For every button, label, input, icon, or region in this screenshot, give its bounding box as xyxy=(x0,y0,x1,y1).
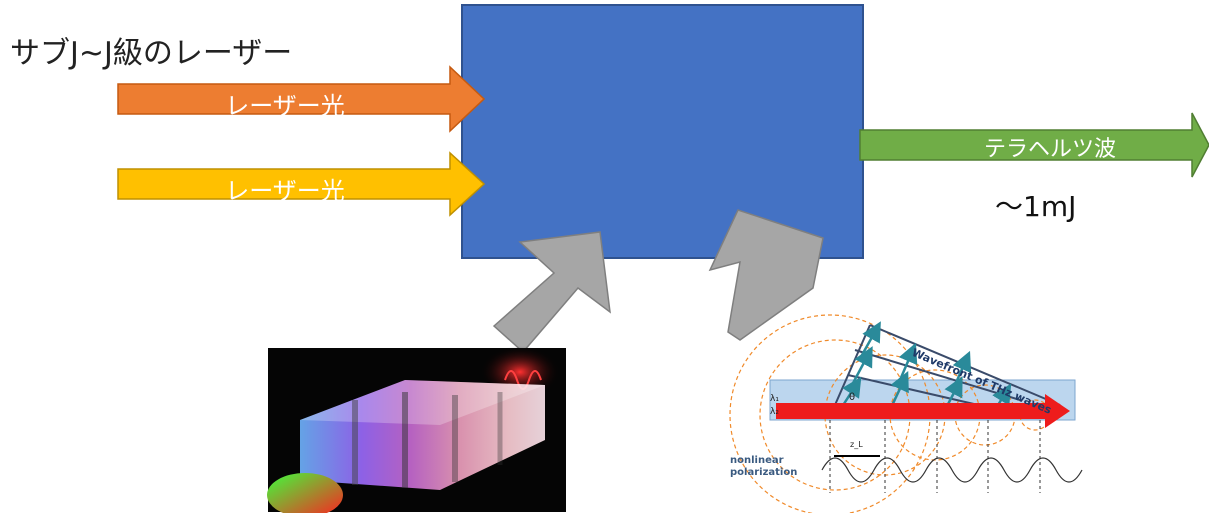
output-energy-label: ～1mJ xyxy=(995,190,1077,223)
thz-output-label: テラヘルツ波 xyxy=(983,137,1116,162)
zl-label: z_L xyxy=(850,440,863,449)
polarization-label: polarization xyxy=(730,467,798,478)
laser-input-label-1: レーザー光 xyxy=(225,92,345,120)
nonlinear-label: nonlinear xyxy=(730,455,784,466)
theta-label: θ xyxy=(849,392,856,403)
laser-input-label-2: レーザー光 xyxy=(225,177,345,205)
thz-output-arrow xyxy=(859,112,1209,178)
converter-box xyxy=(461,4,864,259)
prism-crystal-photo xyxy=(267,346,566,513)
lambda1-label: λ₁ xyxy=(770,394,779,404)
laser-input-arrow-2 xyxy=(117,151,486,217)
wavefront-diagram xyxy=(729,314,1083,513)
support-arrow-right xyxy=(708,209,824,341)
lambda2-label: λ₂ xyxy=(770,407,779,417)
heading-label: サブJ~J級のレーザー xyxy=(10,36,293,71)
laser-input-arrow-1 xyxy=(117,65,486,133)
support-arrow-left xyxy=(492,231,611,354)
